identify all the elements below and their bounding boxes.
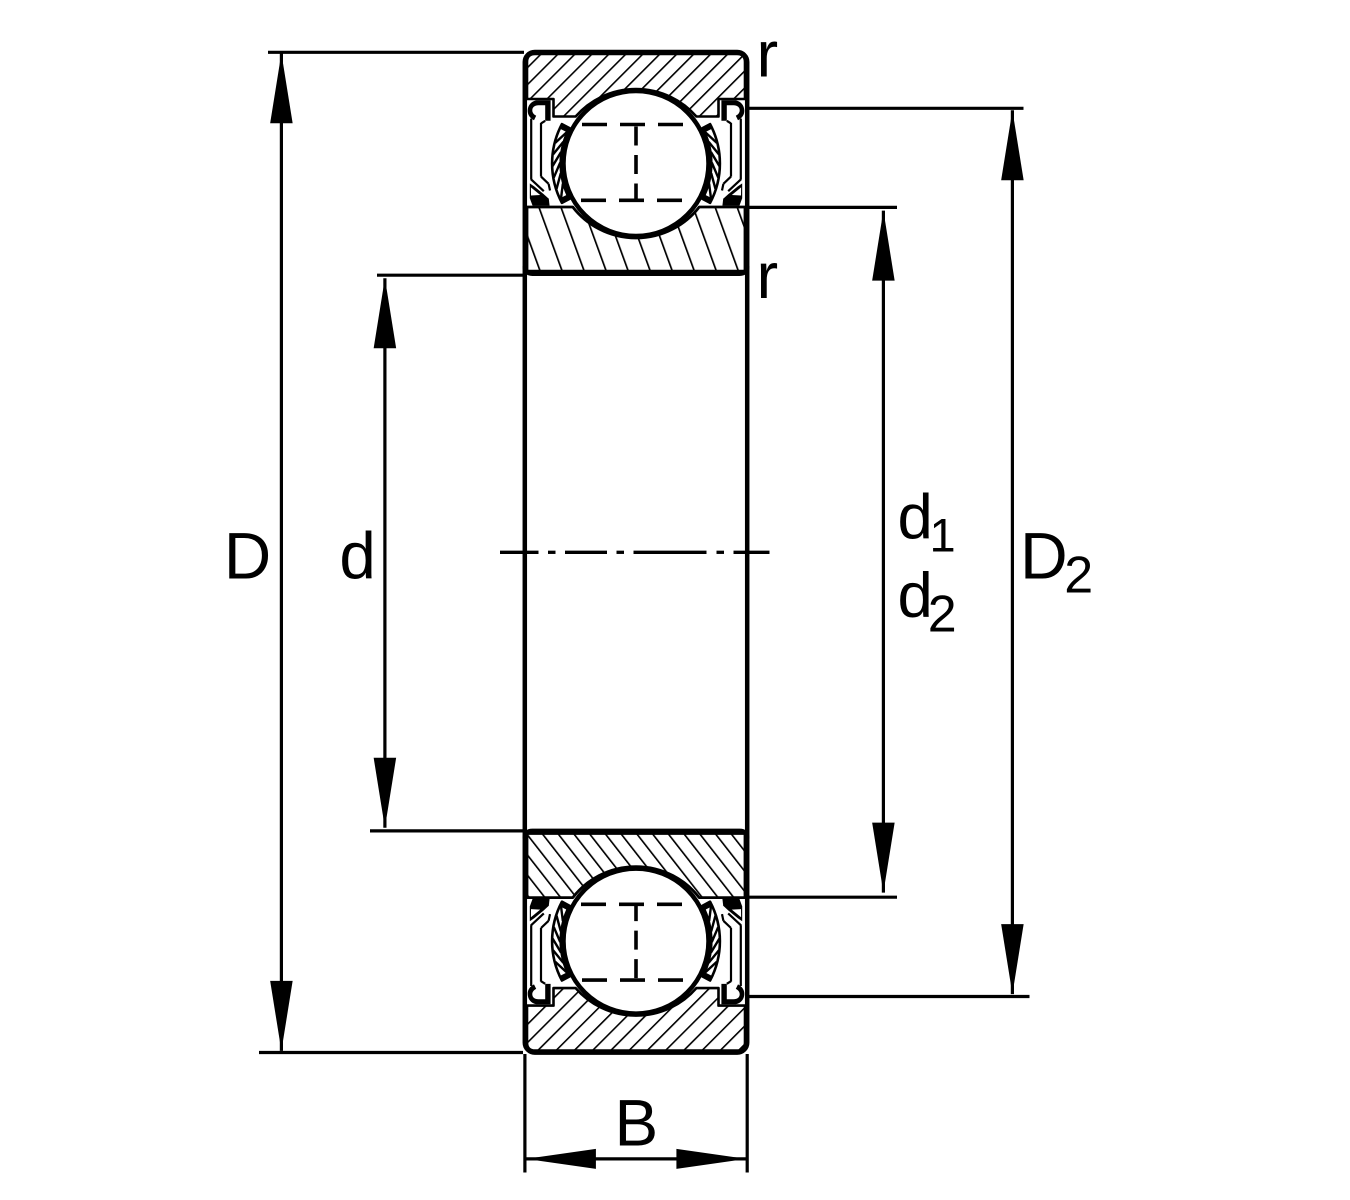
- svg-text:D: D: [224, 520, 271, 593]
- svg-text:B: B: [615, 1087, 659, 1160]
- svg-text:r: r: [757, 239, 779, 312]
- svg-text:r: r: [757, 17, 779, 90]
- svg-text:D: D: [1020, 519, 1068, 593]
- svg-text:2: 2: [928, 586, 957, 644]
- svg-text:d: d: [898, 482, 933, 552]
- svg-text:d: d: [339, 520, 375, 593]
- svg-text:2: 2: [1064, 547, 1093, 605]
- svg-text:d: d: [898, 561, 933, 631]
- svg-text:1: 1: [930, 509, 956, 562]
